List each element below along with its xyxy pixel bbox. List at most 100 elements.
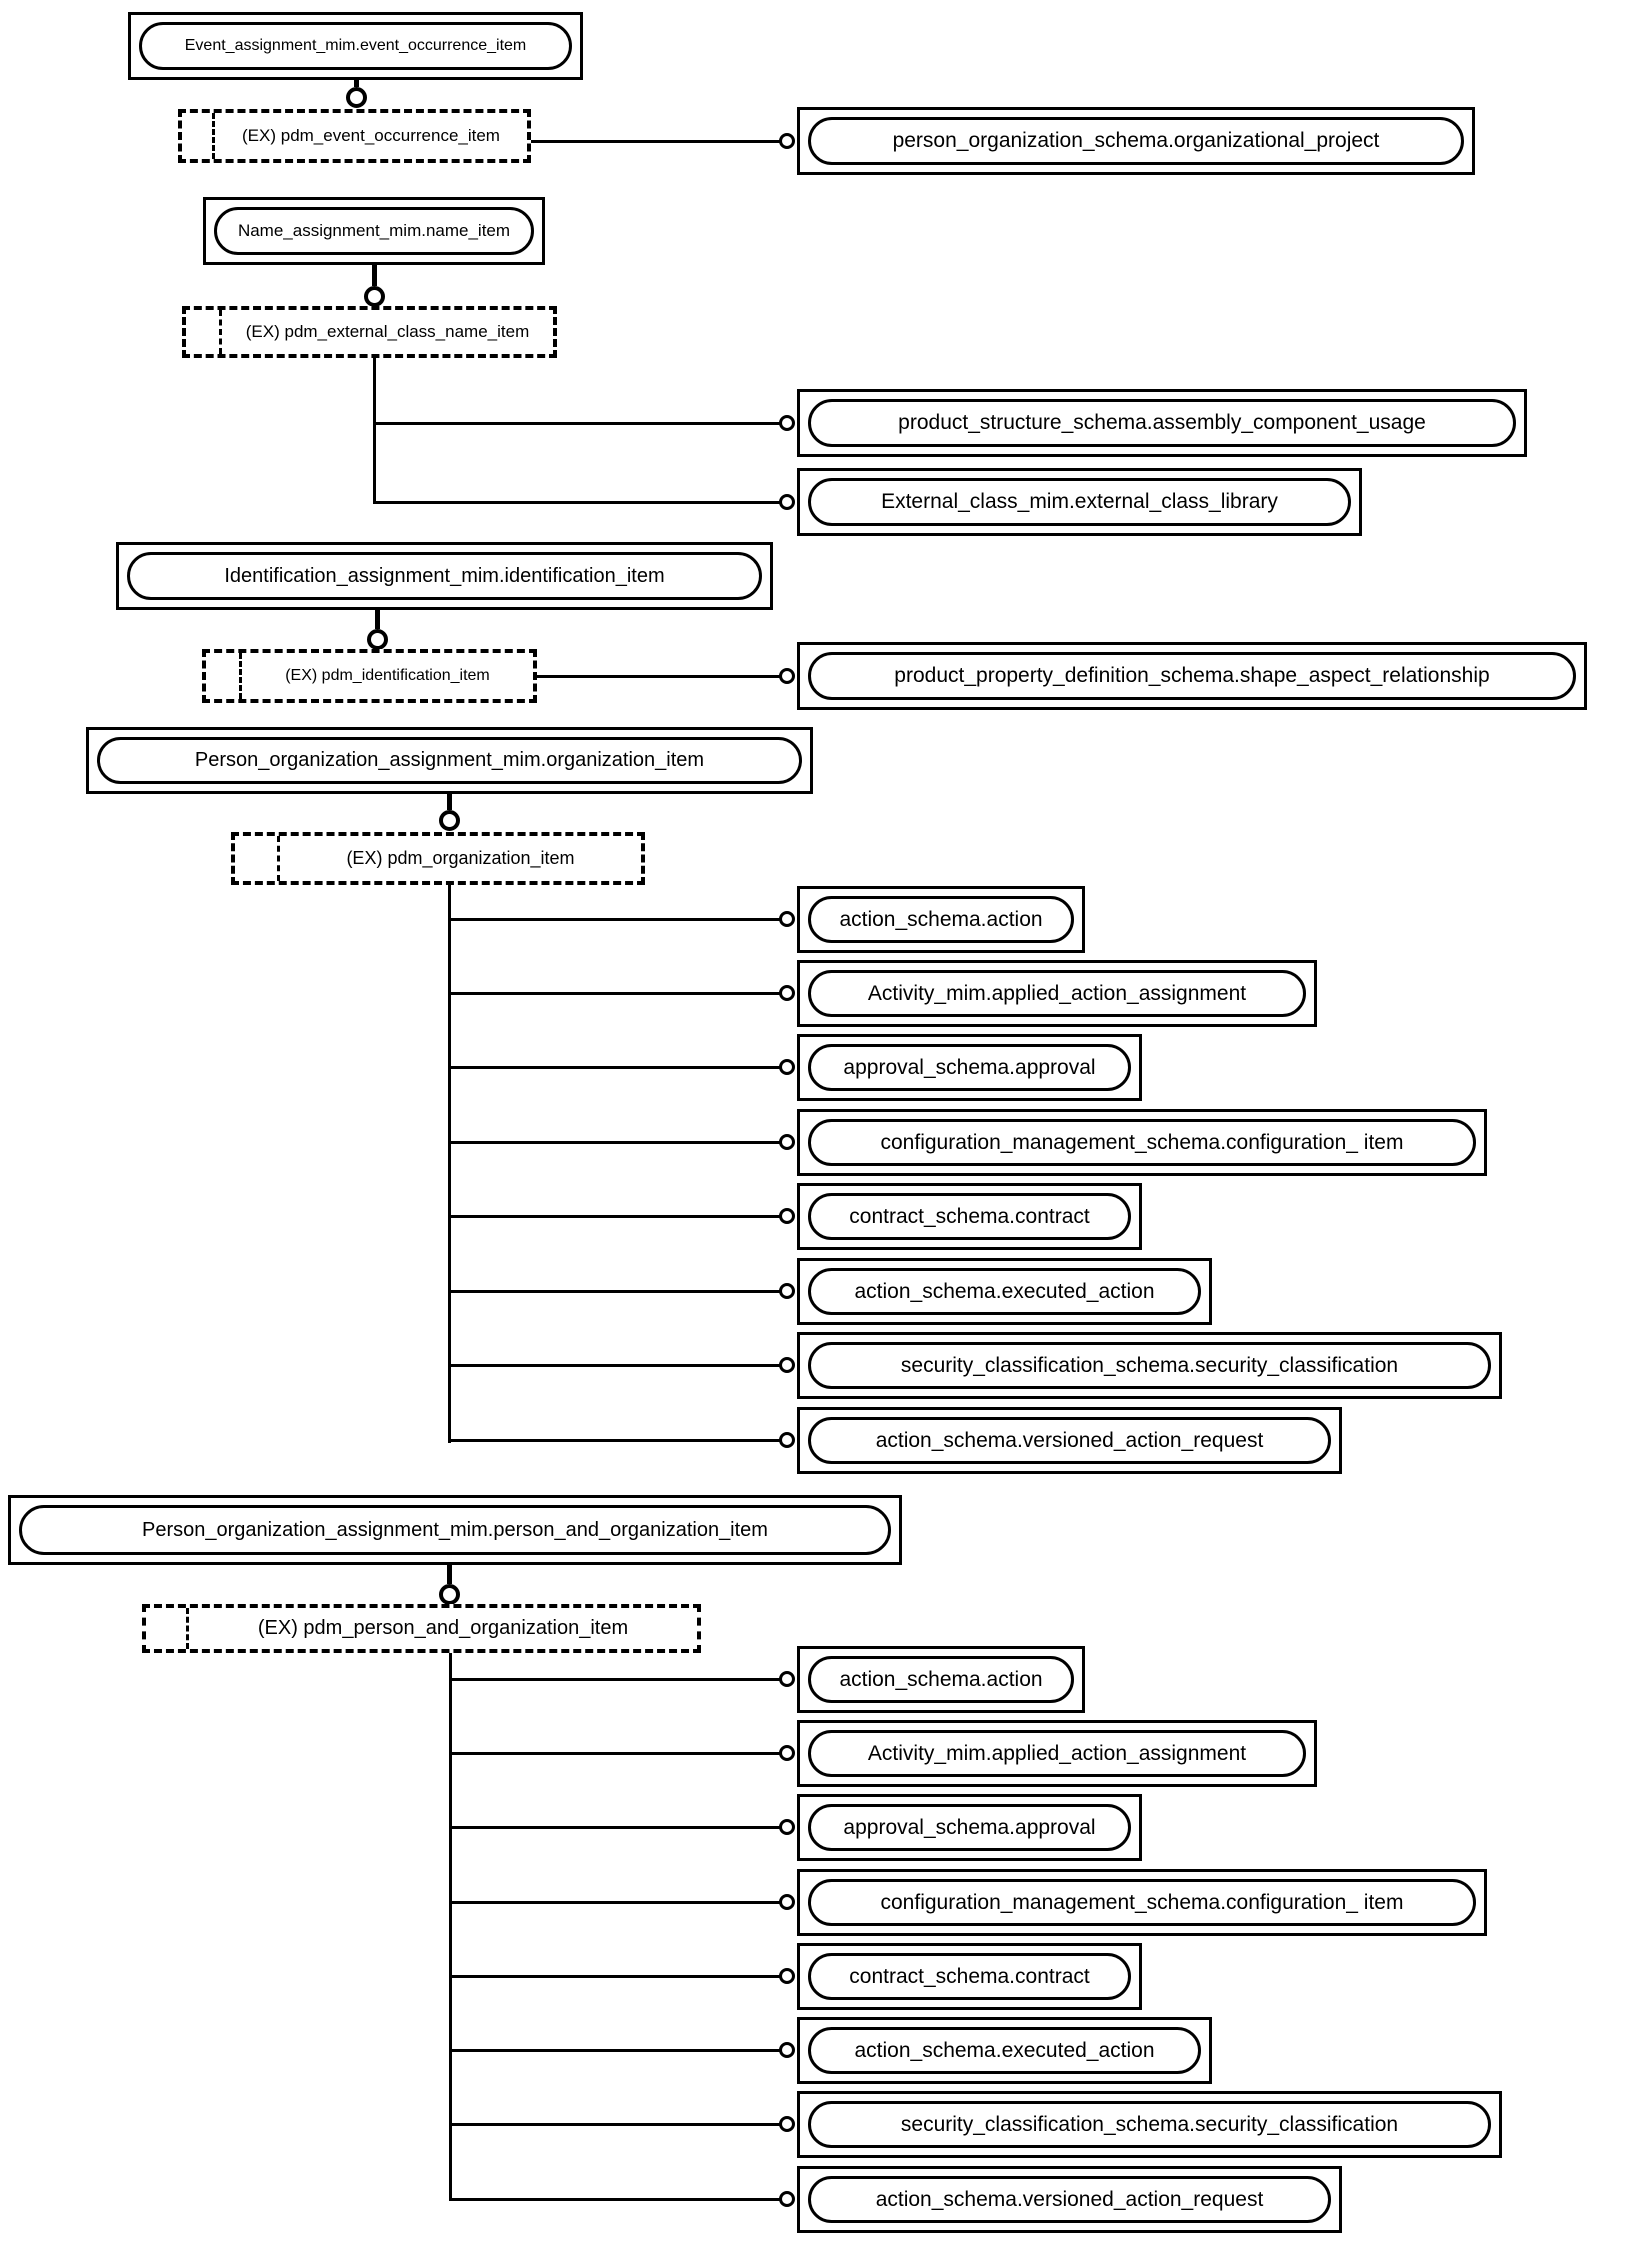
branch-circle [779,1432,795,1448]
branch-circle [779,1059,795,1075]
ex-label: (EX) pdm_organization_item [346,848,575,868]
branch-line [449,1439,781,1442]
ex-box-event-occurrence: (EX) pdm_event_occurrence_item [178,109,531,163]
target-label: action_schema.executed_action [854,1279,1155,1303]
target-stadium: contract_schema.contract [808,1193,1131,1240]
target-stadium: action_schema.versioned_action_request [808,1417,1331,1464]
target-stadium: action_schema.executed_action [808,1268,1201,1315]
branch-line [449,992,781,995]
target-label: configuration_management_schema.configur… [880,1130,1404,1154]
target-box: contract_schema.contract [797,1183,1142,1250]
instantiation-circle [439,1584,460,1605]
ex-box-identification-item: (EX) pdm_identification_item [202,649,537,703]
ex-divider [186,1608,189,1649]
target-label: configuration_management_schema.configur… [880,1890,1404,1914]
header-box-person-and-organization-item: Person_organization_assignment_mim.perso… [8,1495,902,1565]
header-label: Event_assignment_mim.event_occurrence_it… [184,37,527,54]
target-box: Activity_mim.applied_action_assignment [797,960,1317,1027]
target-stadium: security_classification_schema.security_… [808,1342,1491,1389]
branch-circle [779,1819,795,1835]
branch-line [450,2198,781,2201]
target-box: approval_schema.approval [797,1034,1142,1101]
target-label: action_schema.versioned_action_request [875,2187,1264,2211]
target-box: configuration_management_schema.configur… [797,1869,1487,1936]
branch-line [450,1901,781,1904]
ex-divider [277,836,280,881]
branch-circle [779,415,795,431]
branch-circle [779,133,795,149]
header-box-organization-item: Person_organization_assignment_mim.organ… [86,727,813,794]
target-label: action_schema.versioned_action_request [875,1428,1264,1452]
header-stadium: Identification_assignment_mim.identifica… [127,552,762,600]
ex-box-person-and-organization-item: (EX) pdm_person_and_organization_item [142,1604,701,1653]
target-label: product_property_definition_schema.shape… [894,664,1490,687]
branch-line [449,1290,781,1293]
branch-circle [779,1208,795,1224]
header-label: Name_assignment_mim.name_item [237,221,511,240]
branch-circle [779,2116,795,2132]
branch-circle [779,1283,795,1299]
instantiation-circle [367,629,388,650]
target-box: action_schema.executed_action [797,1258,1212,1325]
target-box: approval_schema.approval [797,1794,1142,1861]
target-box: configuration_management_schema.configur… [797,1109,1487,1176]
branch-line [449,1215,781,1218]
ex-divider [239,653,242,699]
header-label: Person_organization_assignment_mim.perso… [142,1518,768,1541]
target-box: action_schema.action [797,1646,1085,1713]
ex-label: (EX) pdm_identification_item [285,667,490,684]
target-label: Activity_mim.applied_action_assignment [867,981,1247,1005]
branch-circle [779,1968,795,1984]
branch-circle [779,911,795,927]
connector-stub [354,80,359,87]
target-label: Activity_mim.applied_action_assignment [867,1741,1247,1765]
target-label: product_structure_schema.assembly_compon… [898,411,1426,434]
branch-circle [779,1894,795,1910]
target-stadium: action_schema.versioned_action_request [808,2176,1331,2223]
ex-label: (EX) pdm_event_occurrence_item [242,126,500,145]
branch-circle [779,1134,795,1150]
target-box: action_schema.versioned_action_request [797,1407,1342,1474]
trunk-line [448,885,451,1443]
branch-line [450,1678,781,1681]
branch-line [374,501,781,504]
ex-divider [212,113,215,159]
header-stadium: Event_assignment_mim.event_occurrence_it… [139,22,572,70]
branch-line [449,1364,781,1367]
branch-line [450,1752,781,1755]
branch-line [449,918,781,921]
connector-stub [447,1565,452,1584]
ex-label: (EX) pdm_person_and_organization_item [257,1617,629,1639]
target-stadium: action_schema.action [808,1656,1074,1703]
target-box: person_organization_schema.organizationa… [797,107,1475,175]
target-box: product_structure_schema.assembly_compon… [797,389,1527,457]
ex-box-organization-item: (EX) pdm_organization_item [231,832,645,885]
target-label: action_schema.executed_action [854,2038,1155,2062]
target-stadium: configuration_management_schema.configur… [808,1119,1476,1166]
target-label: action_schema.action [839,1667,1043,1691]
trunk-line [373,358,376,504]
header-stadium: Person_organization_assignment_mim.perso… [19,1505,891,1555]
target-label: approval_schema.approval [843,1815,1096,1839]
target-label: security_classification_schema.security_… [900,2112,1399,2136]
target-box: action_schema.versioned_action_request [797,2166,1342,2233]
branch-circle [779,2191,795,2207]
header-stadium: Name_assignment_mim.name_item [214,207,534,255]
branch-line [449,1066,781,1069]
target-stadium: action_schema.executed_action [808,2027,1201,2074]
target-label: action_schema.action [839,907,1043,931]
branch-circle [779,494,795,510]
instantiation-circle [439,810,460,831]
target-label: contract_schema.contract [849,1204,1090,1228]
header-stadium: Person_organization_assignment_mim.organ… [97,737,802,784]
ex-label: (EX) pdm_external_class_name_item [245,322,530,341]
branch-circle [779,1357,795,1373]
target-stadium: approval_schema.approval [808,1804,1131,1851]
target-stadium: External_class_mim.external_class_librar… [808,478,1351,526]
target-label: person_organization_schema.organizationa… [892,129,1380,152]
target-label: security_classification_schema.security_… [900,1353,1399,1377]
connector-stub [375,610,380,629]
branch-line [450,2123,781,2126]
target-box: security_classification_schema.security_… [797,1332,1502,1399]
